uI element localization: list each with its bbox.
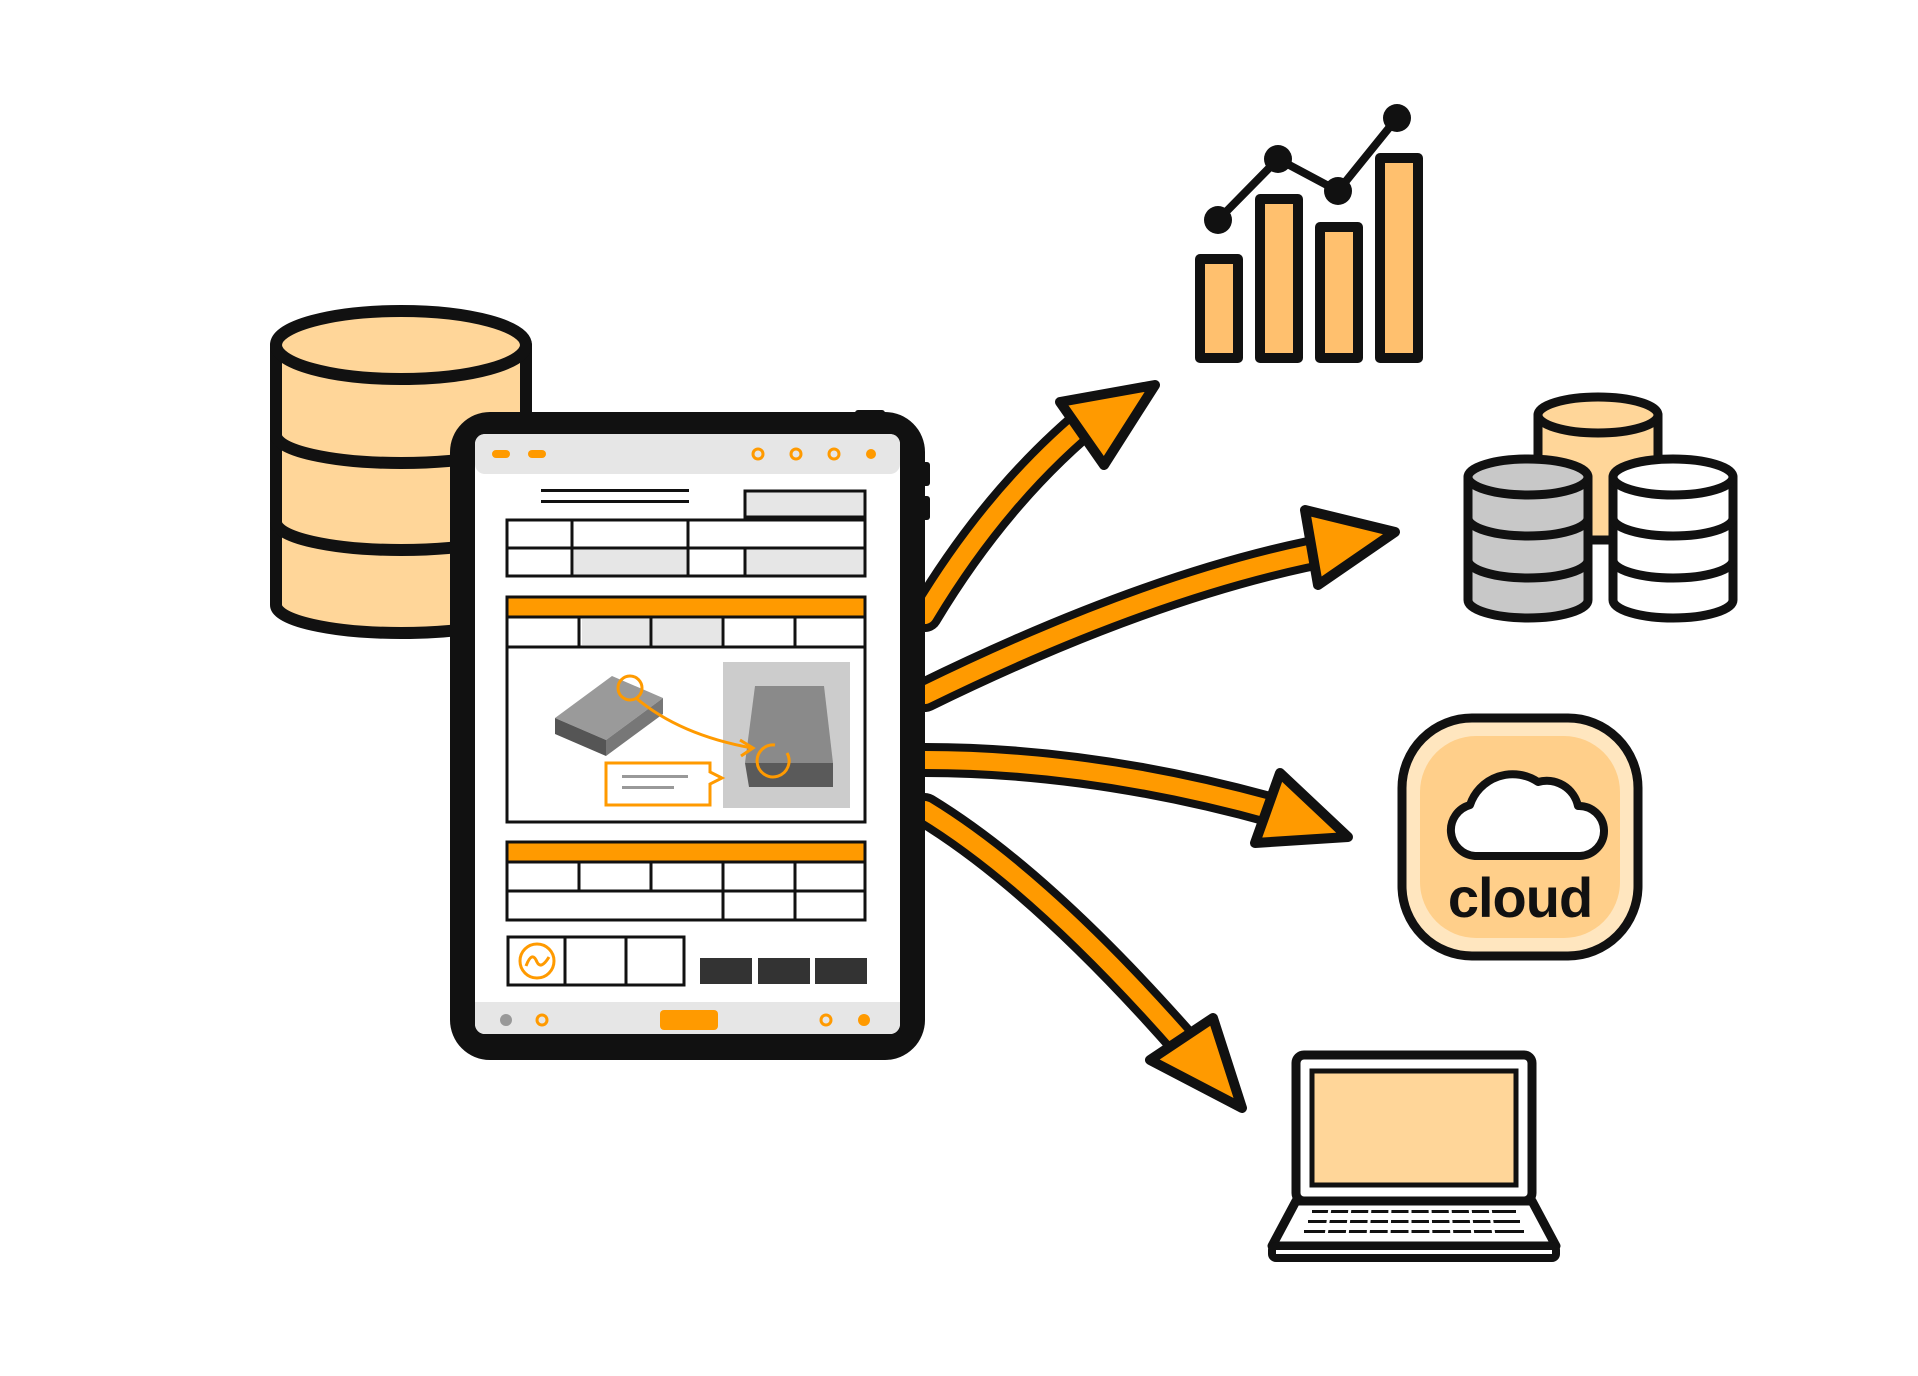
database-white-icon — [1608, 454, 1738, 623]
cloud-label: cloud — [1448, 866, 1592, 929]
arrow-to-cloud — [908, 743, 1353, 848]
arrow-to-databases — [908, 505, 1400, 712]
arrows — [908, 380, 1400, 1113]
laptop-icon — [1267, 1050, 1561, 1262]
cloud-icon: cloud — [1397, 713, 1643, 961]
laptop-keyboard — [1304, 1210, 1524, 1233]
bar-chart-icon — [1195, 104, 1423, 363]
arrow-to-laptop — [908, 793, 1247, 1113]
arrow-to-chart — [908, 380, 1160, 632]
tablet-form-icon — [450, 410, 930, 1060]
signature-icon — [518, 942, 556, 980]
database-gray-icon — [1463, 454, 1593, 623]
database-cluster-icon — [1463, 392, 1738, 623]
